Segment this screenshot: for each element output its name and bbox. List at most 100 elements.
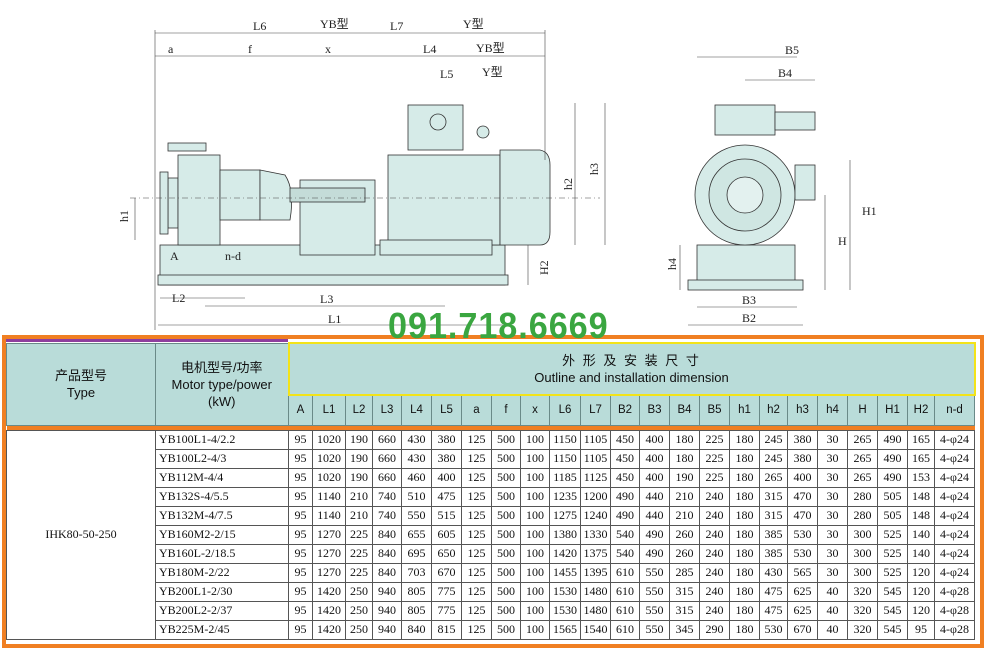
label-L2: L2	[172, 291, 185, 305]
dimension-cell: 4-φ24	[934, 562, 975, 583]
motor-cell: YB225M-2/45	[155, 619, 289, 640]
dimension-cell: 1530	[549, 581, 581, 602]
dimension-cell: 400	[787, 467, 818, 488]
dimension-cell: 95	[288, 581, 313, 602]
dimension-cell: 100	[520, 448, 550, 469]
column-header: L5	[431, 394, 462, 426]
dimension-cell: 500	[491, 448, 521, 469]
dimension-cell: 500	[491, 429, 521, 450]
dimension-cell: 540	[610, 543, 640, 564]
dimension-cell: 1200	[580, 486, 611, 507]
dimension-cell: 475	[431, 486, 462, 507]
dimension-cell: 240	[699, 600, 730, 621]
label-L4: L4	[423, 42, 436, 56]
label-h1: h1	[117, 210, 131, 222]
dimension-cell: 260	[669, 543, 700, 564]
dimension-cell: 30	[817, 467, 848, 488]
dimension-cell: 1480	[580, 600, 611, 621]
column-header: L1	[312, 394, 346, 426]
dimension-cell: 1150	[549, 448, 581, 469]
dimension-cell: 225	[345, 543, 373, 564]
dimension-cell: 1125	[580, 467, 611, 488]
label-B4: B4	[778, 66, 792, 80]
dimension-cell: 550	[639, 562, 670, 583]
dimension-cell: 125	[461, 486, 492, 507]
dimension-cell: 545	[877, 619, 908, 640]
column-header: L4	[401, 394, 432, 426]
dimension-cell: 775	[431, 581, 462, 602]
dimension-cell: 500	[491, 619, 521, 640]
dimension-cell: 500	[491, 524, 521, 545]
dimension-cell: 125	[461, 600, 492, 621]
column-header: a	[461, 394, 492, 426]
label-a: a	[168, 42, 174, 56]
dimension-cell: 190	[345, 448, 373, 469]
dimension-cell: 1140	[312, 486, 346, 507]
dimension-cell: 153	[907, 467, 935, 488]
label-L1: L1	[328, 312, 341, 326]
dimension-cell: 95	[288, 429, 313, 450]
dimension-cell: 660	[372, 467, 402, 488]
dimension-cell: 805	[401, 600, 432, 621]
dimension-cell: 240	[699, 486, 730, 507]
dimension-cell: 210	[345, 486, 373, 507]
dimension-cell: 100	[520, 524, 550, 545]
dimension-cell: 250	[345, 619, 373, 640]
dimension-cell: 490	[610, 505, 640, 526]
dimension-cell: 95	[288, 600, 313, 621]
column-header: H2	[907, 394, 935, 426]
dimension-cell: 140	[907, 524, 935, 545]
motor-cell: YB160L-2/18.5	[155, 543, 289, 564]
dimension-cell: 95	[288, 562, 313, 583]
dimension-cell: 660	[372, 429, 402, 450]
dimension-cell: 1235	[549, 486, 581, 507]
dimension-cell: 610	[610, 562, 640, 583]
label-L7: L7	[390, 19, 403, 33]
dimension-cell: 100	[520, 429, 550, 450]
dimension-cell: 180	[729, 562, 760, 583]
dimension-cell: 125	[461, 562, 492, 583]
dimension-cell: 440	[639, 505, 670, 526]
dimension-cell: 100	[520, 562, 550, 583]
dimension-cell: 490	[877, 429, 908, 450]
dimension-cell: 225	[699, 429, 730, 450]
dimension-cell: 210	[669, 505, 700, 526]
dimension-cell: 550	[639, 600, 670, 621]
dimension-cell: 1480	[580, 581, 611, 602]
label-f: f	[248, 42, 252, 56]
column-header: L6	[549, 394, 581, 426]
dimension-cell: 125	[461, 543, 492, 564]
dimension-cell: 140	[907, 543, 935, 564]
header-type-en: Type	[66, 385, 96, 400]
dimension-cell: 1380	[549, 524, 581, 545]
dimension-cell: 4-φ28	[934, 581, 975, 602]
dimension-cell: 400	[639, 448, 670, 469]
column-header: B5	[699, 394, 730, 426]
column-header: B4	[669, 394, 700, 426]
dimension-cell: 1020	[312, 429, 346, 450]
dimension-cell: 125	[461, 429, 492, 450]
dimension-cell: 380	[787, 429, 818, 450]
dimension-cell: 4-φ24	[934, 448, 975, 469]
dimension-cell: 95	[288, 619, 313, 640]
dimension-cell: 180	[729, 524, 760, 545]
label-y-type-2: Y型	[482, 65, 503, 79]
dimension-cell: 240	[699, 543, 730, 564]
dimension-cell: 315	[759, 505, 788, 526]
dimension-cell: 500	[491, 467, 521, 488]
dimension-cell: 840	[401, 619, 432, 640]
label-yb-type: YB型	[320, 17, 349, 31]
dimension-cell: 180	[729, 619, 760, 640]
dimension-cell: 500	[491, 543, 521, 564]
column-header: h3	[787, 394, 818, 426]
side-base	[696, 244, 796, 286]
dimension-cell: 180	[669, 429, 700, 450]
dimension-cell: 490	[639, 524, 670, 545]
motor-cell: YB100L2-4/3	[155, 448, 289, 469]
dimension-cell: 505	[877, 486, 908, 507]
column-header: h4	[817, 394, 848, 426]
dimension-cell: 95	[288, 448, 313, 469]
dimension-cell: 315	[759, 486, 788, 507]
dimension-cell: 940	[372, 619, 402, 640]
